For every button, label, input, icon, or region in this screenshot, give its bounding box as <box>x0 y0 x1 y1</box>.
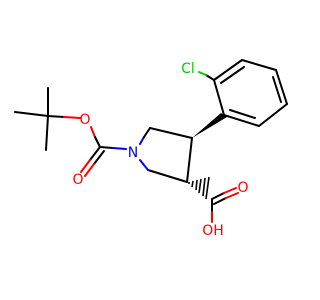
molecule-structure: O N O Cl O OH <box>14 59 288 239</box>
hash-bond-acid <box>188 176 210 200</box>
bond-ar-inner-1 <box>220 66 245 84</box>
bond-c5-n-blue <box>139 159 149 171</box>
bond-ar-c4-c5 <box>275 69 288 105</box>
bond-o-to-carbonyl-red <box>90 126 96 138</box>
atom-label-n: N <box>128 145 138 161</box>
bond-ar-c3-c4 <box>241 59 277 71</box>
bond-c3-c4 <box>186 137 193 183</box>
bond-o-to-carbonyl <box>94 136 101 148</box>
bond-carbonyl-to-n-blue <box>112 147 127 150</box>
bond-tbu-to-o-red <box>63 116 81 119</box>
bond-carbonyl-to-n <box>99 146 114 149</box>
bond-ar-c6-c1 <box>223 114 260 127</box>
bond-ar-inner-3 <box>229 109 256 119</box>
atom-label-cl: Cl <box>181 61 195 77</box>
bond-boc-co-2-red <box>84 163 95 177</box>
atom-label-oh: OH <box>202 223 224 239</box>
bond-acid-co-2 <box>213 197 227 205</box>
bond-c4-c5 <box>147 169 188 183</box>
bond-ar-to-cl <box>205 74 215 81</box>
bond-boc-co-2 <box>93 150 105 165</box>
bond-c2-c3 <box>149 127 193 139</box>
bond-tbu-methyl-left <box>14 111 49 117</box>
atom-label-o-boc-carbonyl: O <box>72 172 83 188</box>
wedge-bond-aryl <box>192 113 227 138</box>
bond-n-to-c2 <box>143 127 151 138</box>
bond-ar-inner-2 <box>272 76 282 103</box>
bond-acid-co-2-red <box>225 192 239 199</box>
bond-acid-co-1-red <box>223 187 237 194</box>
bond-n-to-c2-blue <box>139 136 145 145</box>
bond-tbu-methyl-bottom <box>45 115 49 151</box>
bond-boc-co-1-red <box>80 159 91 173</box>
bond-ar-c2-c3 <box>213 59 243 81</box>
bond-ar-c5-c6 <box>258 103 288 127</box>
bond-ar-to-cl-green <box>198 71 207 76</box>
bond-ar-c1-c2 <box>213 79 225 116</box>
atom-label-o-acid-carbonyl: O <box>237 180 248 196</box>
atom-label-o-ester: O <box>79 112 90 128</box>
bond-acid-co-1 <box>211 192 225 200</box>
bond-tbu-to-o <box>47 115 65 118</box>
bond-boc-co-1 <box>89 146 101 161</box>
